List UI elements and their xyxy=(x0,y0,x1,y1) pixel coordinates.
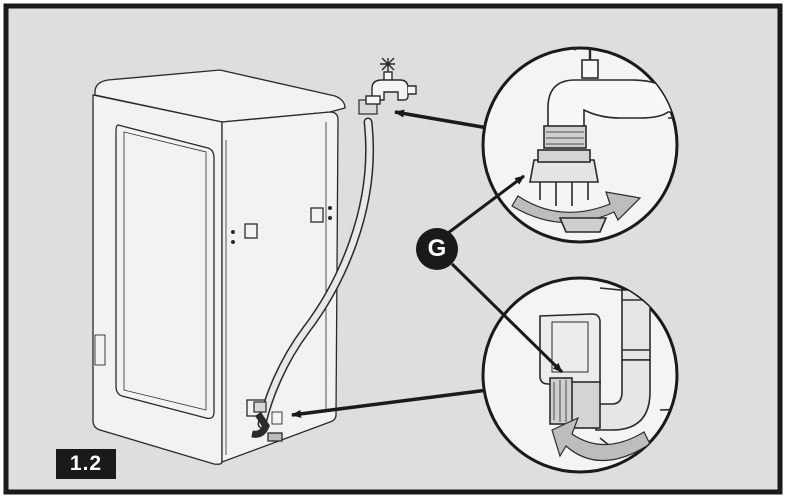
hose-coupling-nut xyxy=(529,159,599,183)
hose-elbow xyxy=(251,412,270,438)
tighten-rotation-arrow-top xyxy=(511,191,642,224)
callout-g: G xyxy=(416,228,458,270)
vent-right xyxy=(310,207,324,223)
tap-thread xyxy=(543,125,587,149)
zoom-detail-tap xyxy=(481,46,679,244)
inlet-elbow xyxy=(595,359,651,431)
arrow-g-to-bottom xyxy=(450,262,564,374)
washing-machine xyxy=(92,69,346,465)
arrow-g-to-top xyxy=(447,174,525,235)
hose-lower-nut xyxy=(253,401,267,413)
figure-number-label: 1.2 xyxy=(56,449,116,479)
arrow-to-tap xyxy=(394,109,489,130)
arrow-to-inlet xyxy=(291,388,489,418)
water-tap xyxy=(365,57,417,105)
vent-left xyxy=(244,223,258,239)
